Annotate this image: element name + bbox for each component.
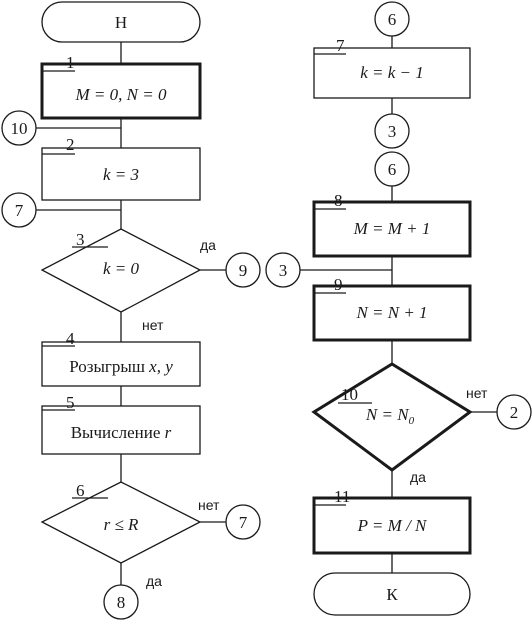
block-3-decision [40, 228, 202, 313]
start-terminal [41, 1, 201, 43]
block-8-number: 8 [334, 191, 343, 210]
block-3-no-label: нет [142, 317, 164, 333]
connector-3-out [374, 113, 410, 149]
start-label: Н [115, 13, 127, 32]
connector-6-top [374, 1, 410, 37]
connector-7-out-label: 7 [239, 513, 248, 532]
block-4-number: 4 [66, 329, 75, 348]
connector-8-label: 8 [117, 593, 126, 612]
connector-10 [1, 110, 37, 146]
block-11-text: P = M / N [357, 516, 428, 535]
block-7-number: 7 [336, 36, 345, 55]
connector-10-label: 10 [11, 119, 28, 138]
block-5-text: Вычисление r [71, 423, 172, 442]
block-11 [312, 496, 472, 555]
block-2 [41, 147, 201, 201]
block-6-no-label: нет [198, 497, 220, 513]
block-3-yes-label: да [200, 237, 216, 253]
connector-6-top-label: 6 [388, 10, 397, 29]
block-4-text: Розыгрыш x, y [69, 357, 173, 376]
block-10-number: 10 [341, 385, 358, 404]
block-4 [41, 341, 201, 387]
connector-3-in-label: 3 [279, 261, 288, 280]
connector-6-label: 6 [388, 160, 397, 179]
connector-6 [374, 151, 410, 187]
end-terminal [313, 572, 471, 616]
block-3-text: k = 0 [103, 259, 140, 278]
block-1 [40, 62, 202, 120]
connector-2 [496, 394, 532, 430]
block-3-number: 3 [76, 230, 85, 249]
block-9 [312, 284, 472, 342]
block-6-decision [40, 481, 202, 564]
block-1-number: 1 [66, 53, 75, 72]
block-2-text: k = 3 [103, 165, 139, 184]
connector-2-label: 2 [510, 403, 519, 422]
block-10-decision [311, 362, 473, 472]
block-6-text: r ≤ R [104, 515, 139, 534]
connector-7-out [225, 504, 261, 540]
block-5-number: 5 [66, 393, 75, 412]
connector-8 [103, 584, 139, 620]
connector-9-label: 9 [239, 261, 248, 280]
block-11-number: 11 [334, 487, 350, 506]
block-8 [312, 200, 472, 258]
block-7-text: k = k − 1 [360, 63, 424, 82]
connector-7-in [1, 192, 37, 228]
block-10-text: N = N0 [365, 405, 415, 427]
connector-7-in-label: 7 [15, 201, 24, 220]
block-1-text: M = 0, N = 0 [75, 85, 167, 104]
block-2-number: 2 [66, 135, 75, 154]
connector-3-out-label: 3 [388, 122, 397, 141]
end-label: К [386, 585, 398, 604]
block-7 [313, 47, 471, 99]
block-9-text: N = N + 1 [355, 303, 427, 322]
block-5 [41, 405, 201, 455]
block-6-yes-label: да [146, 573, 162, 589]
block-8-text: M = M + 1 [353, 219, 431, 238]
block-10-no-label: нет [466, 385, 488, 401]
connector-9 [225, 252, 261, 288]
block-10-yes-label: да [410, 469, 426, 485]
block-6-number: 6 [76, 481, 85, 500]
connector-3-in [265, 252, 301, 288]
block-9-number: 9 [334, 275, 343, 294]
